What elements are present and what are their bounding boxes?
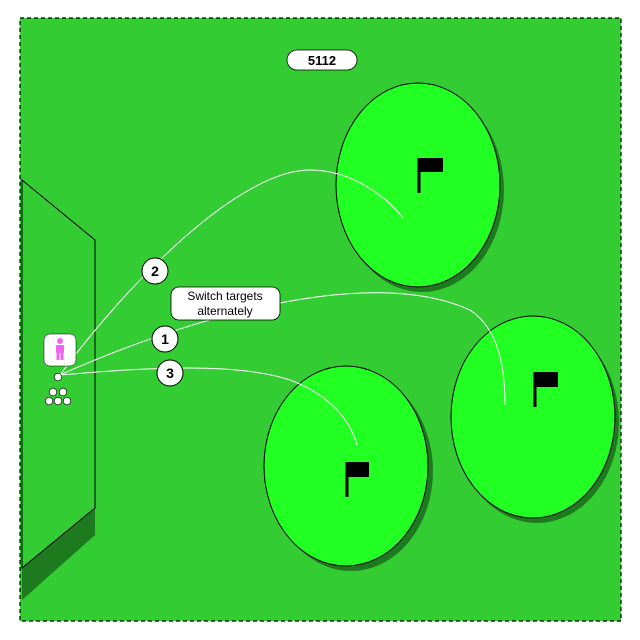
ball-icon — [58, 387, 68, 397]
flag-icon — [533, 372, 558, 407]
drill-id-label: 5112 — [308, 53, 336, 68]
person-icon — [56, 338, 64, 360]
ball-icon — [53, 396, 63, 406]
tee-box-shadow — [22, 508, 95, 600]
flag-icon — [417, 158, 443, 193]
step-badge-2: 2 — [141, 257, 169, 285]
shot-line-2 — [59, 169, 404, 376]
ball-icon — [53, 372, 63, 382]
target-green-right — [450, 315, 619, 523]
player-marker — [43, 333, 77, 367]
step-number: 1 — [161, 331, 169, 347]
ball-icon — [62, 396, 72, 406]
ball-icon — [44, 396, 54, 406]
instruction-line-2: alternately — [197, 304, 252, 318]
flag-icon — [345, 462, 369, 497]
ball-icon — [48, 387, 58, 397]
shot-line-1 — [59, 292, 506, 406]
tee-area — [21, 178, 96, 600]
step-number: 3 — [166, 365, 174, 381]
balls — [44, 372, 72, 406]
instruction-callout: Switch targets alternately — [170, 286, 281, 321]
shot-line-3 — [59, 367, 358, 446]
target-green-bottom — [263, 365, 433, 571]
shot-lines — [59, 169, 506, 446]
step-badge-3: 3 — [156, 359, 184, 387]
drill-id-pill: 5112 — [286, 49, 358, 71]
step-number: 2 — [151, 263, 159, 279]
target-green-top — [335, 82, 504, 292]
instruction-line-1: Switch targets — [187, 289, 262, 303]
step-badge-1: 1 — [151, 325, 179, 353]
